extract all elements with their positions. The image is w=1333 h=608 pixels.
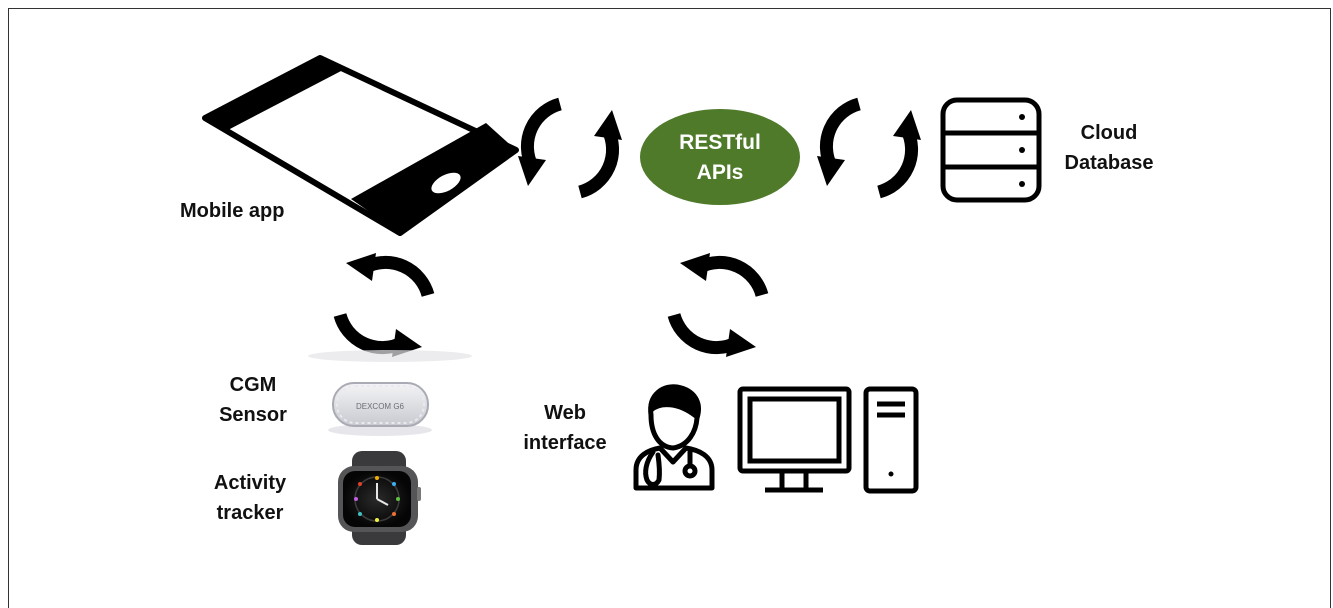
- restful-api-line2: APIs: [696, 161, 744, 184]
- cgm-sensor-label: CGM Sensor: [208, 370, 298, 430]
- web-interface-label: Web interface: [515, 398, 615, 458]
- mobile-app-label: Mobile app: [180, 200, 285, 222]
- activity-tracker-line1: Activity: [213, 472, 287, 494]
- activity-tracker-label: Activity tracker: [200, 468, 300, 528]
- cgm-sensor-line2: Sensor: [219, 404, 287, 426]
- web-interface-line2: interface: [523, 432, 607, 454]
- web-interface-line1: Web: [544, 402, 586, 424]
- restful-api-line1: RESTful: [679, 131, 761, 154]
- doctor-icon: [633, 384, 715, 491]
- sync-arrows-app-sensors: [340, 253, 428, 357]
- monitor-icon: [737, 386, 852, 493]
- cloud-database-line2: Database: [1064, 152, 1154, 174]
- sensor-brand-text: DEXCOM G6: [356, 402, 405, 411]
- activity-tracker-line2: tracker: [216, 502, 284, 524]
- cgm-sensor-line1: CGM: [229, 374, 277, 396]
- sync-arrows-app-api: [518, 104, 622, 192]
- tablet-icon: [202, 55, 519, 236]
- cgm-sensor-image: DEXCOM G6: [308, 350, 472, 436]
- figure-frame: [8, 8, 1331, 608]
- cloud-database-label: Cloud Database: [1054, 118, 1164, 178]
- restful-api-label: RESTful APIs: [640, 118, 800, 198]
- database-icon: [940, 97, 1042, 203]
- sync-arrows-api-web: [674, 253, 762, 357]
- restful-api-node: [640, 109, 800, 205]
- activity-tracker-watch-image: [338, 451, 421, 545]
- cloud-database-line1: Cloud: [1080, 122, 1138, 144]
- pc-tower-icon: [863, 386, 919, 494]
- sync-arrows-api-db: [817, 104, 921, 192]
